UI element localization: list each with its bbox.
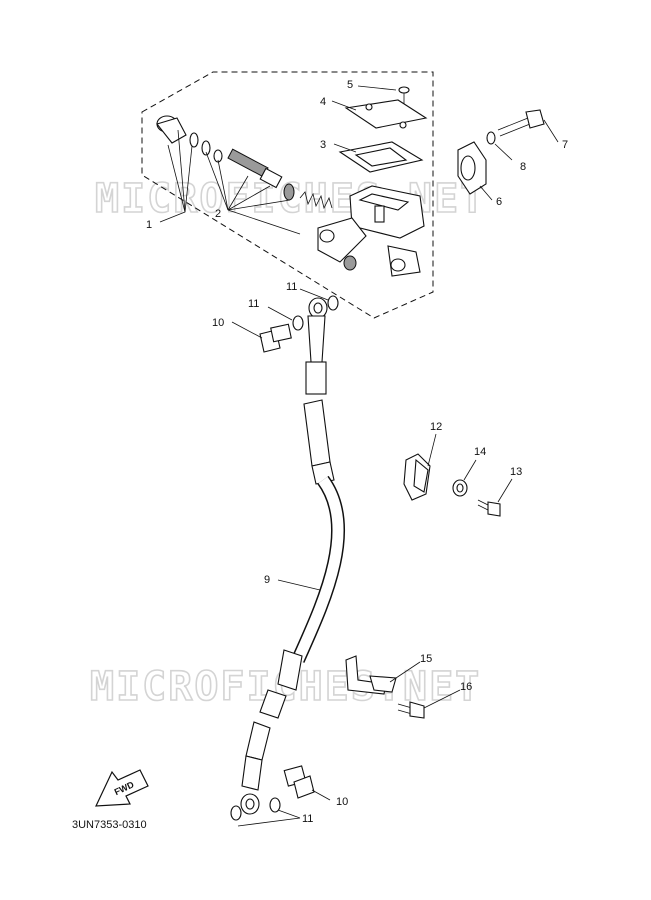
copper-washer-bottom-left [230,805,242,821]
cap-screw [398,86,410,104]
circlip [189,132,199,148]
callout-12: 12 [430,421,442,433]
callout-2: 2 [215,208,221,220]
diaphragm [338,141,424,173]
copper-washer-bottom-right [269,797,281,813]
adjuster-knob [343,255,357,271]
callout-6: 6 [496,196,502,208]
fwd-arrow: FWD [95,769,149,807]
callout-11-middle: 11 [248,298,259,310]
callout-7: 7 [562,139,568,151]
callout-5: 5 [347,79,353,91]
union-bolt-lower [283,765,315,799]
callout-11-top: 11 [286,281,297,293]
sight-window [374,205,385,223]
brake-hose [241,361,345,791]
holder-bolt [497,109,545,137]
callout-4: 4 [320,96,326,108]
callout-10-top: 10 [212,317,224,329]
callout-11-bottom: 11 [302,813,313,825]
guide-bolt [477,499,501,517]
callout-13: 13 [510,466,522,478]
copper-washer-upper [292,315,304,331]
hose-guide [403,453,431,501]
diagram-code: 3UN7353-0310 [72,819,147,831]
callout-8: 8 [520,161,526,173]
master-cylinder-kit [156,86,428,277]
union-bolt-upper [259,323,292,353]
guide-collar [452,479,468,497]
callout-16: 16 [460,681,472,693]
callout-labels: 1 2 3 4 5 6 7 8 9 10 10 11 11 11 12 13 1… [146,79,568,825]
callout-3: 3 [320,139,326,151]
leader-lines [159,85,559,827]
cylinder-body [317,185,425,277]
callout-1: 1 [146,219,152,231]
reservoir-cap [344,99,428,129]
master-cylinder-holder [457,141,487,195]
piston-seal [283,183,295,201]
hose-holder-bracket [345,655,397,695]
piston [227,148,283,189]
callout-10-bottom: 10 [336,796,348,808]
washer-ring [201,140,211,156]
assembly-outline [141,71,434,319]
callout-14: 14 [474,446,486,458]
lever-pivot [319,229,335,243]
brake-hose-lower-banjo [240,793,260,815]
spring [299,191,333,210]
callout-9: 9 [264,574,270,586]
callout-15: 15 [420,653,432,665]
copper-washer-top [327,295,339,311]
brake-hose-upper-banjo [307,297,328,363]
bracket-bolt [397,701,425,719]
holder-washer [486,131,496,145]
